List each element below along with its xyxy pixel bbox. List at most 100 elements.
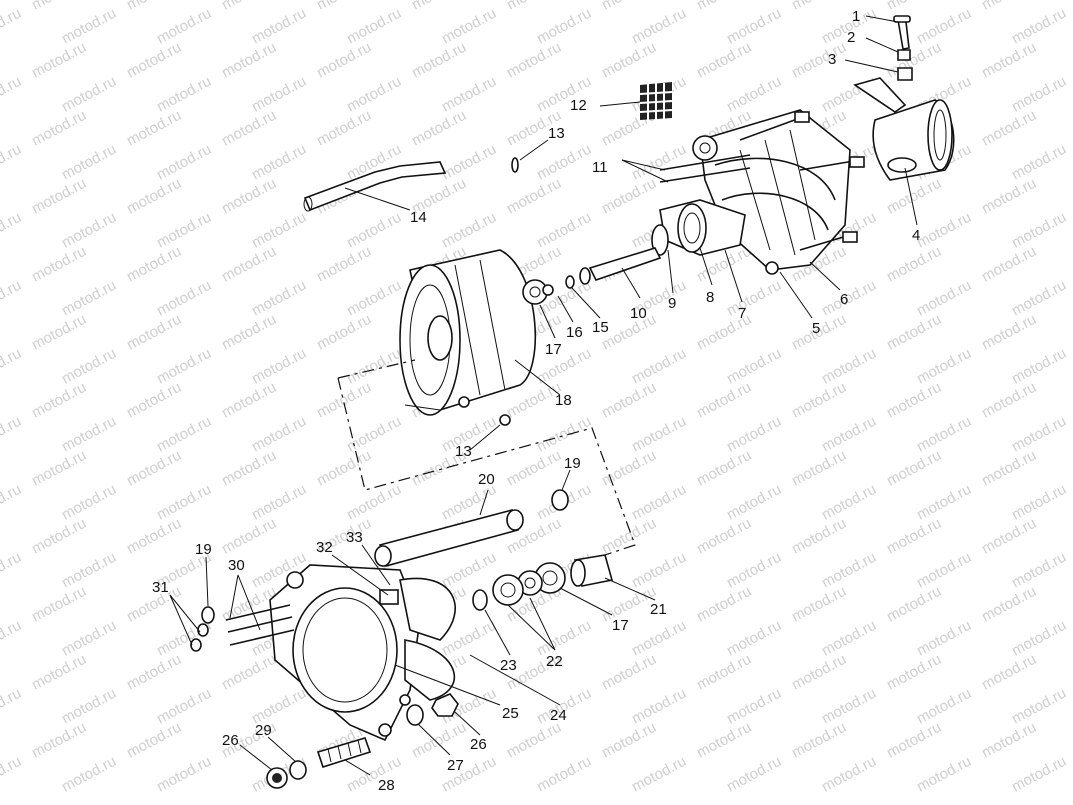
callout-12: 12: [570, 97, 587, 114]
watermark-text: motod.ru: [409, 39, 469, 82]
watermark-text: motod.ru: [979, 583, 1039, 626]
watermark-text: motod.ru: [59, 549, 119, 592]
watermark-text: motod.ru: [724, 277, 784, 320]
callout-13-lower: 13: [455, 443, 472, 460]
watermark-text: motod.ru: [59, 413, 119, 456]
watermark-text: motod.ru: [694, 651, 754, 694]
watermark-text: motod.ru: [979, 311, 1039, 354]
watermark-text: motod.ru: [0, 209, 24, 252]
watermark-text: motod.ru: [124, 515, 184, 558]
watermark-text: motod.ru: [694, 719, 754, 762]
watermark-text: motod.ru: [29, 175, 89, 218]
watermark-text: motod.ru: [819, 753, 879, 796]
watermark-text: motod.ru: [694, 583, 754, 626]
watermark-text: motod.ru: [884, 39, 944, 82]
watermark-text: motod.ru: [0, 753, 24, 796]
watermark-text: motod.ru: [0, 5, 24, 48]
watermark-text: motod.ru: [219, 0, 279, 14]
fittings-lower: [266, 693, 459, 789]
watermark-text: motod.ru: [884, 583, 944, 626]
bearings-sleeve-group: [472, 554, 614, 611]
watermark-text: motod.ru: [314, 0, 374, 14]
callout-30: 30: [228, 557, 245, 574]
watermark-text: motod.ru: [219, 651, 279, 694]
callout-4: 4: [912, 227, 920, 244]
watermark-text: motod.ru: [914, 481, 974, 524]
watermark-text: motod.ru: [249, 481, 309, 524]
watermark-text: motod.ru: [1009, 685, 1069, 728]
watermark-text: motod.ru: [599, 175, 659, 218]
watermark-text: motod.ru: [724, 413, 784, 456]
watermark-text: motod.ru: [344, 345, 404, 388]
watermark-text: motod.ru: [0, 481, 24, 524]
watermark-text: motod.ru: [124, 243, 184, 286]
impeller-shaft-group: [565, 199, 746, 289]
watermark-text: motod.ru: [314, 243, 374, 286]
callout-19-left: 19: [195, 541, 212, 558]
watermark-text: motod.ru: [789, 379, 849, 422]
watermark-text: motod.ru: [59, 5, 119, 48]
grid-sticker: [639, 82, 673, 120]
watermark-text: motod.ru: [979, 651, 1039, 694]
watermark-text: motod.ru: [219, 311, 279, 354]
watermark-text: motod.ru: [884, 719, 944, 762]
watermark-text: motod.ru: [789, 447, 849, 490]
watermark-text: motod.ru: [219, 175, 279, 218]
watermark-text: motod.ru: [29, 515, 89, 558]
watermark-text: motod.ru: [914, 753, 974, 796]
callout-25: 25: [502, 705, 519, 722]
callout-3: 3: [828, 51, 836, 68]
watermark-text: motod.ru: [314, 39, 374, 82]
watermark-text: motod.ru: [409, 107, 469, 150]
watermark-text: motod.ru: [914, 277, 974, 320]
watermark-text: motod.ru: [979, 175, 1039, 218]
callout-26-right: 26: [470, 736, 487, 753]
callout-2: 2: [847, 29, 855, 46]
watermark-text: motod.ru: [694, 0, 754, 14]
watermark-text: motod.ru: [979, 719, 1039, 762]
watermark-text: motod.ru: [154, 277, 214, 320]
callout-21: 21: [650, 601, 667, 618]
watermark-text: motod.ru: [1009, 277, 1069, 320]
watermark-text: motod.ru: [124, 719, 184, 762]
watermark-text: motod.ru: [59, 209, 119, 252]
watermark-text: motod.ru: [884, 651, 944, 694]
watermark-text: motod.ru: [154, 617, 214, 660]
watermark-text: motod.ru: [249, 209, 309, 252]
watermark-text: motod.ru: [219, 515, 279, 558]
watermark-text: motod.ru: [979, 243, 1039, 286]
watermark-text: motod.ru: [124, 379, 184, 422]
watermark-text: motod.ru: [29, 311, 89, 354]
watermark-text: motod.ru: [724, 617, 784, 660]
watermark-text: motod.ru: [344, 5, 404, 48]
callout-16: 16: [566, 324, 583, 341]
watermark-text: motod.ru: [344, 481, 404, 524]
watermark-text: motod.ru: [629, 617, 689, 660]
watermark-text: motod.ru: [789, 515, 849, 558]
watermark-text: motod.ru: [819, 549, 879, 592]
studs-and-washers: [190, 604, 295, 652]
watermark-text: motod.ru: [629, 5, 689, 48]
steering-nozzle: [853, 77, 955, 181]
watermark-text: motod.ru: [534, 413, 594, 456]
watermark-text: motod.ru: [1009, 753, 1069, 796]
watermark-text: motod.ru: [409, 0, 469, 14]
watermark-text: motod.ru: [439, 5, 499, 48]
watermark-text: motod.ru: [0, 413, 24, 456]
watermark-text: motod.ru: [344, 413, 404, 456]
watermark-text: motod.ru: [29, 583, 89, 626]
watermark-text: motod.ru: [344, 73, 404, 116]
watermark-text: motod.ru: [59, 345, 119, 388]
watermark-text: motod.ru: [29, 0, 89, 14]
watermark-text: motod.ru: [1009, 413, 1069, 456]
watermark-text: motod.ru: [0, 345, 24, 388]
watermark-text: motod.ru: [439, 141, 499, 184]
watermark-text: motod.ru: [154, 753, 214, 796]
watermark-text: motod.ru: [724, 5, 784, 48]
watermark-text: motod.ru: [154, 413, 214, 456]
watermark-text: motod.ru: [154, 685, 214, 728]
watermark-text: motod.ru: [124, 0, 184, 14]
watermark-text: motod.ru: [884, 311, 944, 354]
watermark-text: motod.ru: [724, 481, 784, 524]
watermark-text: motod.ru: [819, 481, 879, 524]
